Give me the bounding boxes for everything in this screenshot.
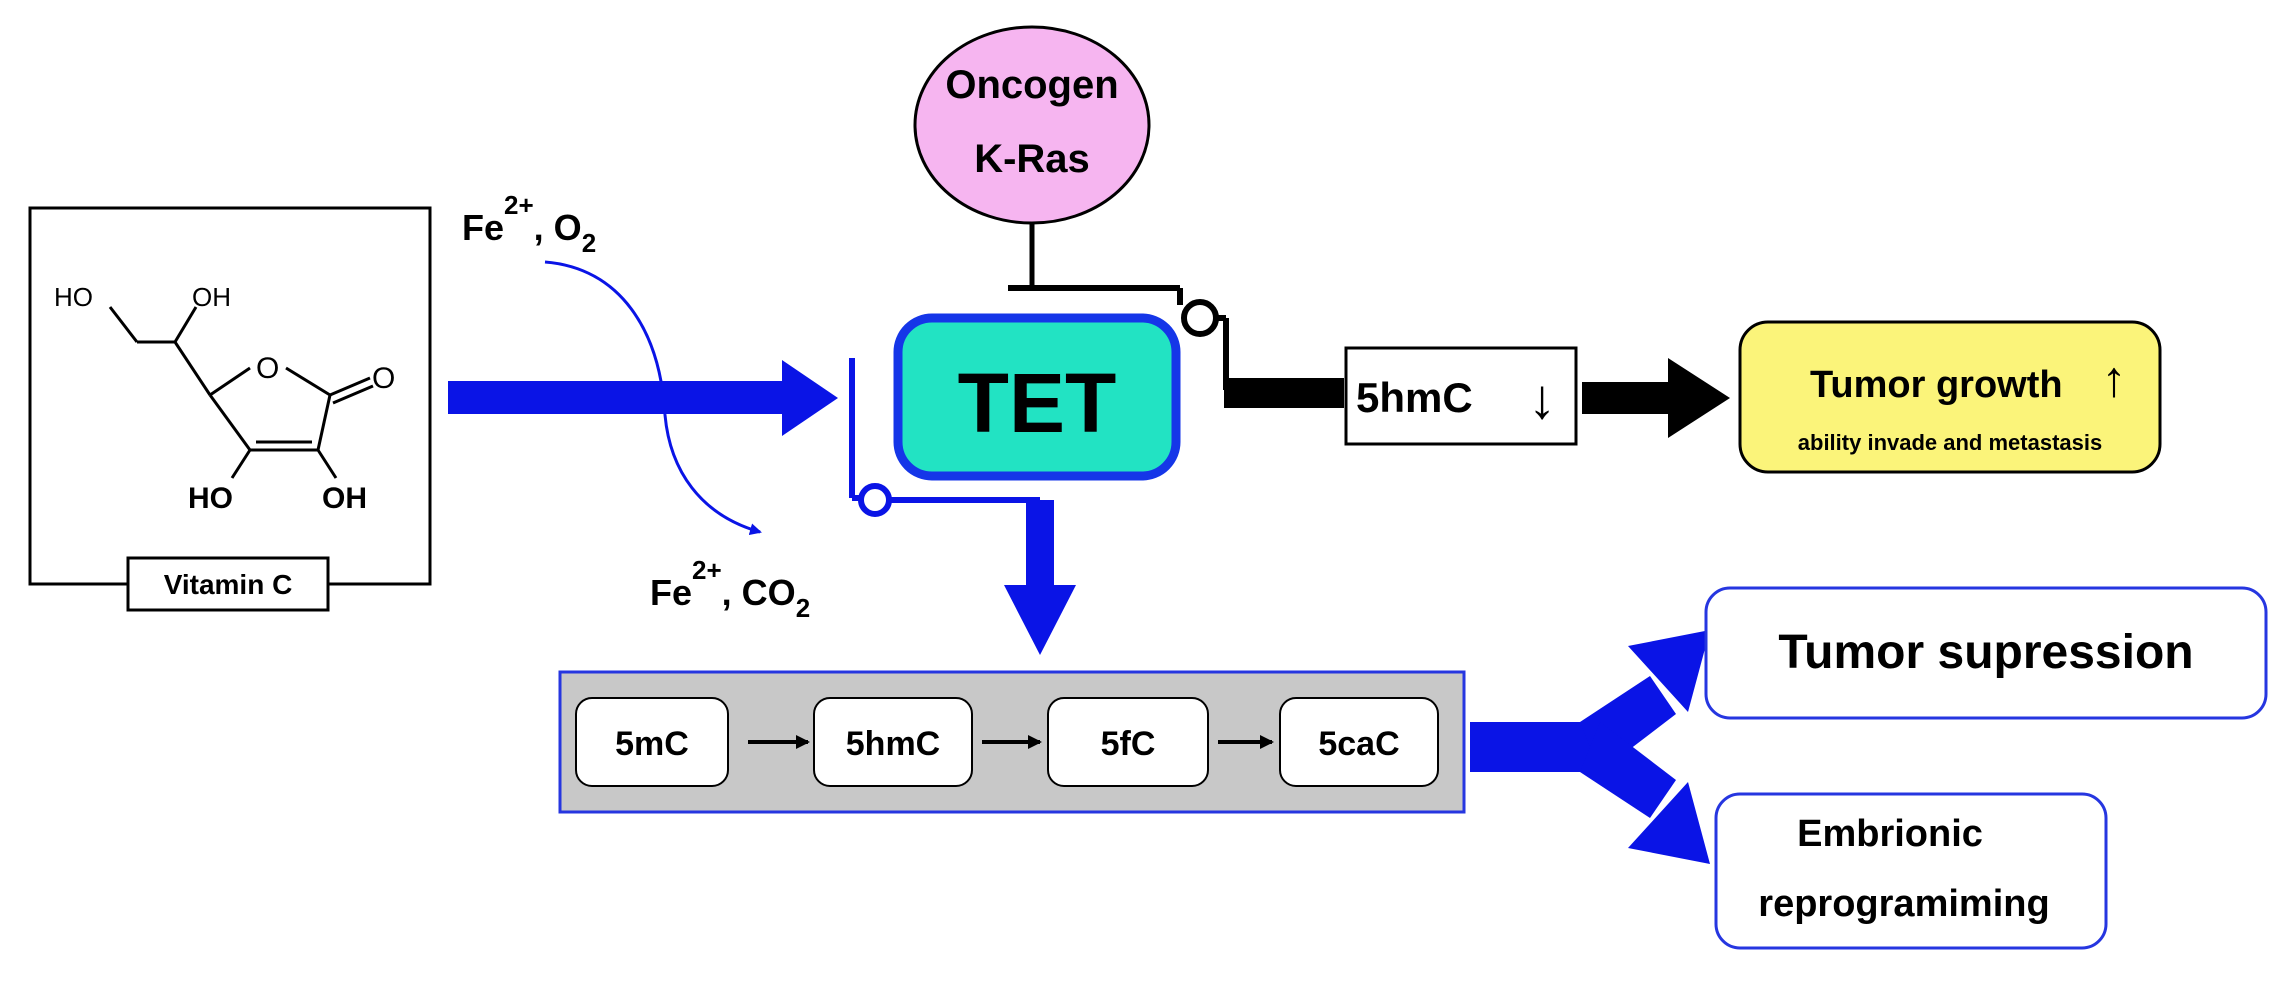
cofactor-out-charge: 2+	[692, 555, 722, 585]
vitamin-c-label: Vitamin C	[164, 569, 293, 600]
atom-carbonyl-o: O	[372, 362, 395, 395]
oncogen-line1: Oncogen	[945, 63, 1118, 107]
ascorbic-acid-structure	[108, 306, 374, 479]
step-5hmc-box	[813, 697, 973, 787]
tumor-growth-subtitle: ability invade and metastasis	[1798, 430, 2102, 455]
svg-text:Fe2+, O2: Fe2+, O2	[462, 190, 596, 258]
atom-oh-bottom: OH	[322, 482, 367, 515]
cofactor-in-sep: , O	[534, 207, 582, 248]
embryonic-line2: reprogramiming	[1758, 883, 2049, 925]
tumor-growth-title: Tumor growth	[1810, 364, 2063, 406]
vitamin-c-frame	[28, 206, 432, 586]
cofactor-out-sub: 2	[796, 593, 810, 623]
vitamin-c-to-tet-arrow	[448, 360, 838, 436]
5hmc-reduced-label: 5hmC	[1356, 374, 1473, 421]
vitamin-c-panel: HO OH O O HO OH Vitamin C	[28, 206, 432, 612]
step-5hmc-label: 5hmC	[846, 725, 940, 763]
step-5mc-box	[575, 697, 729, 787]
cofactor-in-ion: Fe	[462, 207, 504, 248]
demethylation-pathway: 5mC 5hmC 5fC 5caC	[558, 670, 1466, 814]
step-5mc-label: 5mC	[615, 725, 689, 763]
cofactor-in-charge: 2+	[504, 190, 534, 220]
cofactor-out-sep: , CO	[722, 572, 796, 613]
cofactor-out-ion: Fe	[650, 572, 692, 613]
oncogen-line2: K-Ras	[974, 137, 1090, 181]
up-arrow-icon: ↑	[2102, 351, 2127, 407]
cofactor-curve-arrow	[544, 260, 762, 536]
step-5cac-box	[1279, 697, 1439, 787]
atom-ho-top-left: HO	[54, 282, 93, 312]
embryonic-reprogramming-node: Embrionic reprogramiming	[1714, 792, 2108, 950]
oncogen-node: Oncogen K-Ras	[913, 25, 1151, 225]
atom-ho-bottom: HO	[188, 482, 233, 515]
5hmc-to-tumor-growth-arrow	[1582, 358, 1730, 438]
tumor-suppression-node: Tumor supression	[1704, 586, 2268, 720]
atom-oh-top: OH	[192, 282, 231, 312]
step-5fc-label: 5fC	[1101, 725, 1156, 763]
pathway-fork-arrow	[1470, 630, 1710, 864]
svg-text:Fe2+, CO2: Fe2+, CO2	[650, 555, 810, 623]
tet-label: TET	[958, 356, 1117, 450]
tumor-growth-node: Tumor growth ↑ ability invade and metast…	[1738, 320, 2162, 474]
atom-ring-o: O	[256, 352, 279, 385]
tumor-suppression-label: Tumor supression	[1778, 626, 2193, 679]
cofactors-out: Fe2+, CO2	[650, 555, 810, 623]
cofactor-in-sub: 2	[582, 228, 596, 258]
cofactors-in: Fe2+, O2	[462, 190, 596, 258]
step-5fc-box	[1047, 697, 1209, 787]
tet-to-pathway-arrow	[1004, 500, 1076, 655]
vitamin-c-label-box	[126, 556, 330, 612]
tet-enzyme: TET	[893, 313, 1181, 481]
5hmc-reduced-node: 5hmC ↓	[1344, 346, 1578, 446]
embryonic-line1: Embrionic	[1797, 813, 1983, 855]
oncogen-to-5hmc-bar	[1224, 378, 1344, 408]
step-5cac-label: 5caC	[1318, 725, 1399, 763]
down-arrow-icon: ↓	[1528, 367, 1556, 430]
